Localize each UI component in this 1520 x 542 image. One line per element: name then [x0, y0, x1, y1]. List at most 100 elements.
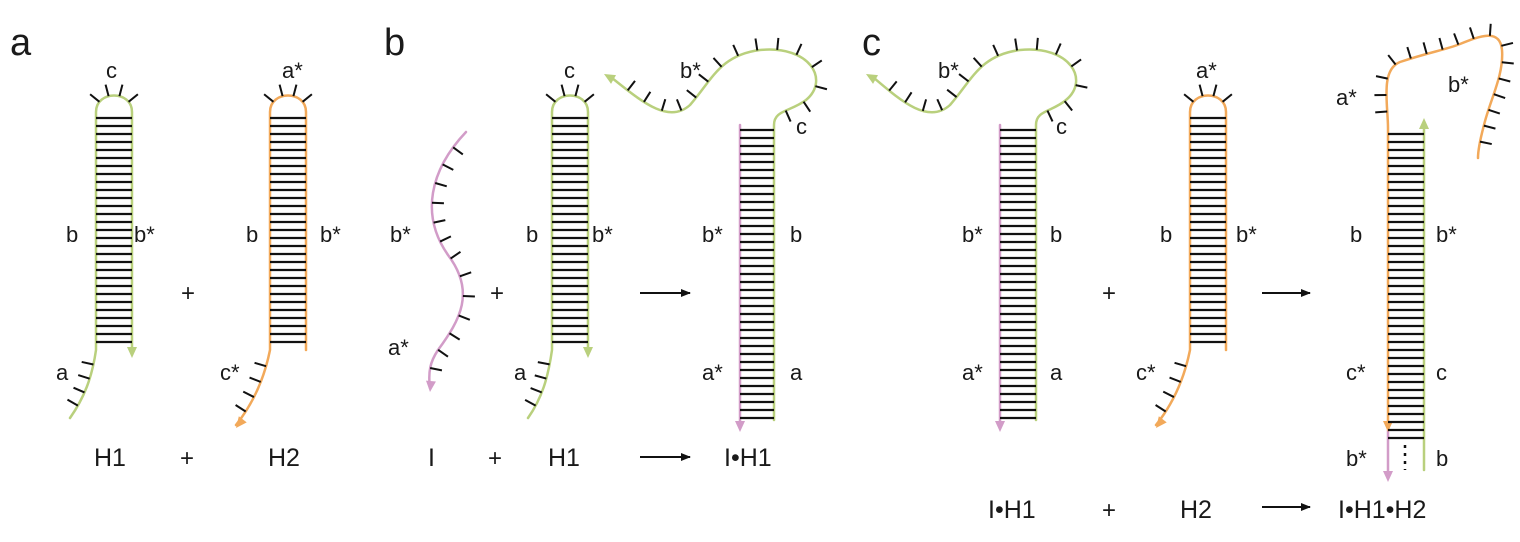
c-product-loop-base: [1493, 93, 1506, 99]
b-product-loop-base: [643, 91, 652, 103]
c-reactant-loop-base: [888, 80, 898, 92]
c-reactant-loop-base: [1014, 38, 1019, 51]
b-h1-tail-base: [534, 374, 547, 380]
b-product-loop-base: [815, 85, 828, 91]
b-initiator-base: [448, 332, 461, 341]
a-h1-loop-base: [127, 93, 139, 103]
a-h1-tail-base: [73, 386, 85, 394]
a-h2-tail-label: c*: [220, 360, 240, 385]
c-h2-left-label: b: [1160, 222, 1172, 247]
c-product-right-lower-label: b: [1436, 446, 1448, 471]
a-h1-left-label: b: [66, 222, 78, 247]
b-h1-arrowhead: [583, 347, 593, 358]
b-h1-right-label: b*: [592, 222, 613, 247]
c-h2-tail-label: c*: [1136, 360, 1156, 385]
c-product-loop-base: [1453, 33, 1460, 45]
b-product-h1-arrowhead: [604, 74, 617, 84]
b-product-left-upper-label: b*: [702, 222, 723, 247]
c-h2-arrowhead: [1156, 416, 1167, 428]
c-reactant-name: I•H1: [988, 496, 1036, 524]
b-product-loop-base: [795, 43, 803, 56]
b-product-loop-base: [675, 99, 683, 111]
c-product-left-mid-label: c*: [1346, 360, 1366, 385]
c-product-loop-base: [1479, 140, 1492, 146]
b-product-name: I•H1: [724, 444, 772, 472]
c-product-loop-base: [1469, 27, 1475, 40]
a-h1-tail-base: [66, 398, 79, 407]
a-h1-loop-base: [104, 84, 110, 97]
c-product-loop-base: [1406, 46, 1412, 59]
c-product-right-upper-label: b*: [1436, 222, 1457, 247]
a-h1-loop-base: [118, 84, 124, 97]
c-reactant-loop-base: [904, 91, 913, 103]
b-product-h1-strand: [610, 48, 818, 422]
c-reactant-loop-base: [1063, 100, 1073, 112]
c-h2-strand: [1154, 94, 1228, 427]
c-reactant-loop-base: [972, 57, 983, 68]
b-product-loop-base: [776, 37, 780, 50]
a-h2-loop-base: [263, 93, 275, 103]
a-h2-tail-base: [235, 404, 247, 413]
a-h1-right-label: b*: [134, 222, 155, 247]
c-product-left-upper-label: b: [1350, 222, 1362, 247]
a-h1-name: H1: [94, 444, 126, 472]
c-product-left-lower-label: b*: [1346, 446, 1367, 471]
b-product-loop-base: [811, 59, 823, 68]
c-product-loop-base: [1488, 108, 1501, 115]
c-product-h1-arrowhead: [1419, 118, 1429, 129]
b-h1-left-label: b: [526, 222, 538, 247]
b-initiator-lower-label: a*: [388, 335, 409, 360]
strands-layer: [68, 34, 1504, 482]
b-initiator-name: I: [428, 444, 435, 472]
c-h2-tail-base: [1174, 361, 1187, 368]
c-h2-loop-base: [1183, 93, 1195, 103]
b-h1-loop-base: [545, 93, 557, 103]
c-h2-loop-base: [1212, 84, 1218, 97]
b-h1-tail-base: [530, 387, 543, 394]
a-h2-loop-base: [301, 93, 313, 103]
b-initiator-base: [458, 314, 471, 321]
b-initiator-base: [452, 146, 464, 156]
b-product-loop-base: [784, 110, 792, 122]
b-h1-strand: [526, 94, 590, 420]
a-h1-loop-base: [89, 93, 101, 103]
a-plus-bottom: +: [180, 445, 194, 472]
panel-letter-b: b: [384, 22, 405, 64]
a-h1-tail-base: [81, 360, 94, 366]
b-product-loop-base: [698, 73, 709, 83]
c-reactant-loop-label: b*: [938, 58, 959, 83]
b-product-loop-base: [686, 89, 697, 99]
b-initiator-arrowhead: [425, 380, 436, 392]
c-reactant-left-upper-label: b*: [962, 222, 983, 247]
a-h1-top-label: c: [106, 58, 117, 83]
c-h2-top-label: a*: [1196, 58, 1217, 83]
a-h1-tail-base: [77, 374, 90, 380]
c-product-loop-base: [1488, 23, 1492, 36]
b-product-loop-base: [732, 44, 740, 57]
a-h2-loop-base: [292, 84, 298, 97]
b-product-loop-base: [802, 101, 812, 113]
b-h1-top-label: c: [564, 58, 575, 83]
b-plus-bottom: +: [488, 445, 502, 472]
b-h1-tail-base: [524, 399, 537, 407]
b-h1-loop-base: [574, 84, 580, 97]
c-product-h2-arrowhead: [1383, 421, 1393, 432]
c-h2-tail-base: [1155, 404, 1167, 413]
c-product-loop-base: [1387, 54, 1397, 66]
c-reactant-loop-base: [1070, 58, 1082, 68]
c-reactant-loop-base: [958, 73, 970, 83]
c-reactant-initiator-arrowhead: [995, 421, 1005, 432]
c-h2-tail-base: [1169, 376, 1182, 383]
a-plus-mid: +: [181, 280, 195, 307]
c-reactant-loop-base: [992, 44, 1000, 57]
c-product-initiator-arrowhead: [1383, 471, 1393, 482]
unpaired-bases-layer: [66, 23, 1514, 413]
a-h2-tail-base: [254, 361, 267, 368]
b-h1-tail-label: a: [514, 360, 527, 385]
panel-letter-c: c: [862, 22, 881, 64]
a-h2-name: H2: [268, 444, 300, 472]
b-initiator-base: [434, 182, 448, 188]
b-product-right-lower-label: a: [790, 360, 803, 385]
c-reactant-h1-strand: [872, 48, 1078, 422]
